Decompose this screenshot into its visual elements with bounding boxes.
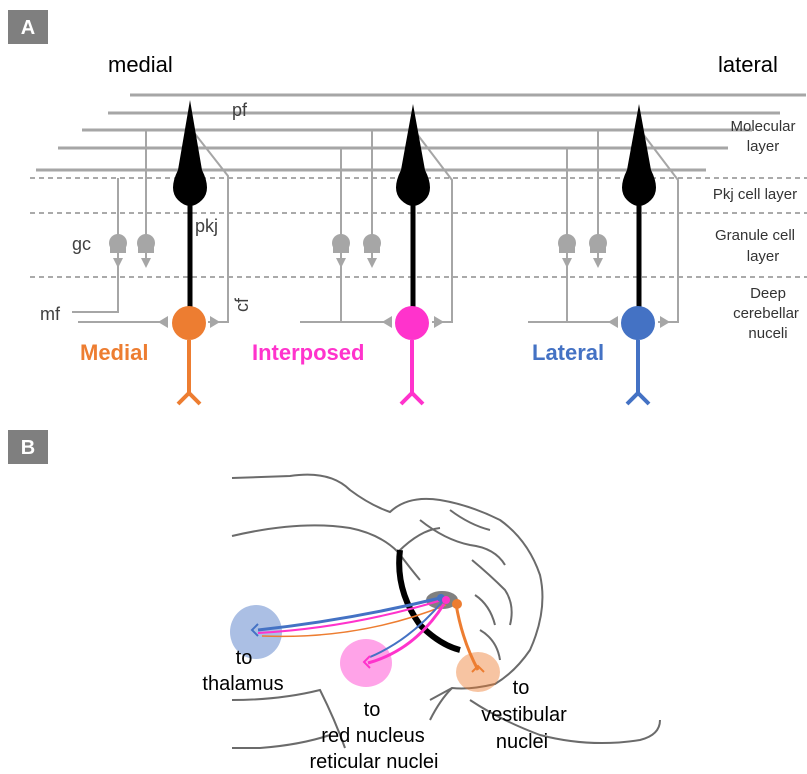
purkinje-cell [173, 100, 207, 206]
panel-a-label: A [21, 17, 35, 39]
purkinje-cell [396, 104, 430, 206]
molecular-layer-label: Molecular [730, 118, 795, 135]
thalamus-label: thalamus [202, 673, 283, 695]
thalamus-label: to [236, 647, 253, 669]
mossy-fiber [528, 262, 567, 322]
vestibular-label: vestibular [481, 704, 567, 726]
vestibular-label: nuclei [496, 731, 548, 753]
granule-layer-label: layer [747, 248, 780, 265]
brain-outline [232, 475, 660, 748]
pf-label: pf [232, 100, 248, 120]
panel-b: B [8, 430, 660, 773]
mf-label: mf [40, 304, 61, 324]
red-nucleus-label: to [364, 699, 381, 721]
medial-label: medial [108, 52, 173, 77]
pkj-label: pkj [195, 216, 218, 236]
red-nucleus-label: reticular nuclei [310, 751, 439, 773]
medial-nucleus-neuron [172, 306, 206, 340]
panel-b-label: B [21, 437, 35, 459]
interposed-nucleus-label: Interposed [252, 340, 364, 365]
deep-nuclei-label: Deep [750, 285, 786, 302]
vestibular-blob [456, 652, 500, 692]
purkinje-cell [622, 104, 656, 206]
red-nucleus-label: red nucleus [321, 725, 424, 747]
lateral-nucleus-neuron [621, 306, 655, 340]
molecular-layer-label: layer [747, 138, 780, 155]
medial-nucleus-label: Medial [80, 340, 148, 365]
lateral-nucleus-label: Lateral [532, 340, 604, 365]
vestibular-label: to [513, 677, 530, 699]
granule-layer-label: Granule cell [715, 227, 795, 244]
mossy-fiber [72, 262, 118, 312]
gc-label: gc [72, 234, 91, 254]
deep-nuclei-label: cerebellar [733, 305, 799, 322]
lateral-label: lateral [718, 52, 778, 77]
panel-a: A medial lateral pf Molecular layer Pkj … [8, 10, 807, 404]
mossy-fiber [300, 262, 341, 322]
cf-label: cf [232, 297, 252, 312]
interposed-nucleus-neuron [395, 306, 429, 340]
pkj-layer-label: Pkj cell layer [713, 186, 797, 203]
deep-nuclei-label: nuceli [748, 325, 787, 342]
